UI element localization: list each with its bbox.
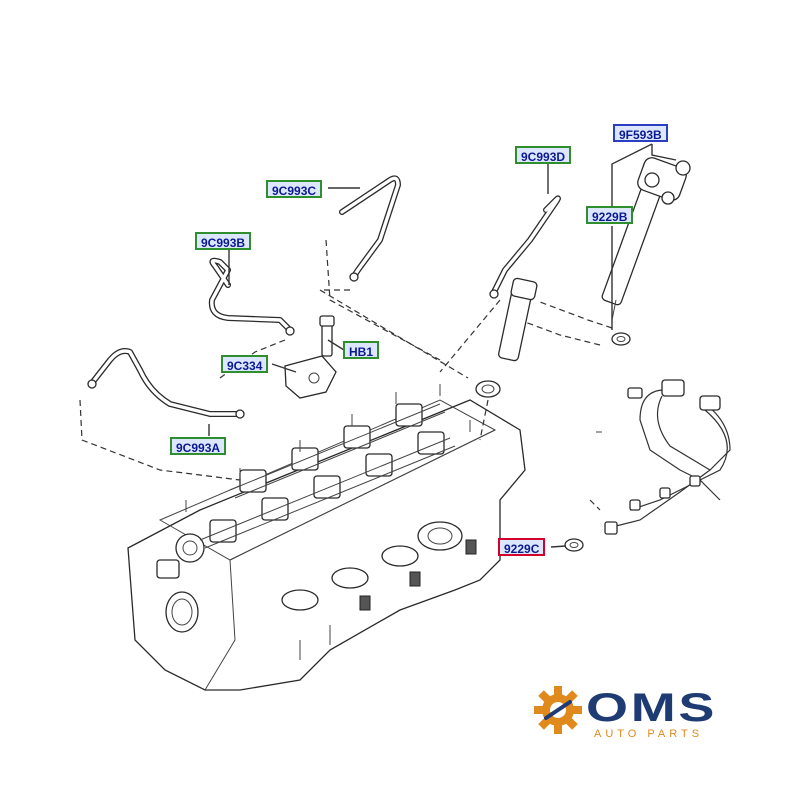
fuel-pipes (87, 175, 561, 419)
callout-9229c[interactable]: 9229C (498, 538, 546, 556)
callout-9c993c[interactable]: 9C993C (266, 180, 323, 198)
fuel-injector-mounted (475, 277, 538, 398)
callout-9c993a[interactable]: 9C993A (170, 437, 227, 455)
callout-leaders (208, 143, 677, 548)
cylinder-head (127, 384, 526, 691)
callout-9f593b[interactable]: 9F593B (613, 124, 668, 142)
callout-9c334[interactable]: 9C334 (221, 355, 269, 373)
callout-hb1[interactable]: HB1 (343, 341, 380, 359)
callout-9c993d[interactable]: 9C993D (515, 146, 572, 164)
injector-clamp (284, 315, 337, 399)
logo-wordmark: OMS (586, 686, 718, 730)
callout-9229b[interactable]: 9229B (586, 206, 634, 224)
callout-9c993b[interactable]: 9C993B (195, 232, 252, 250)
fuel-injector-upper (601, 157, 691, 346)
gear-icon (534, 686, 582, 734)
oms-logo: OMS AUTO PARTS (528, 680, 764, 750)
glow-plug-harness (564, 379, 731, 552)
logo-tagline: AUTO PARTS (594, 728, 704, 740)
